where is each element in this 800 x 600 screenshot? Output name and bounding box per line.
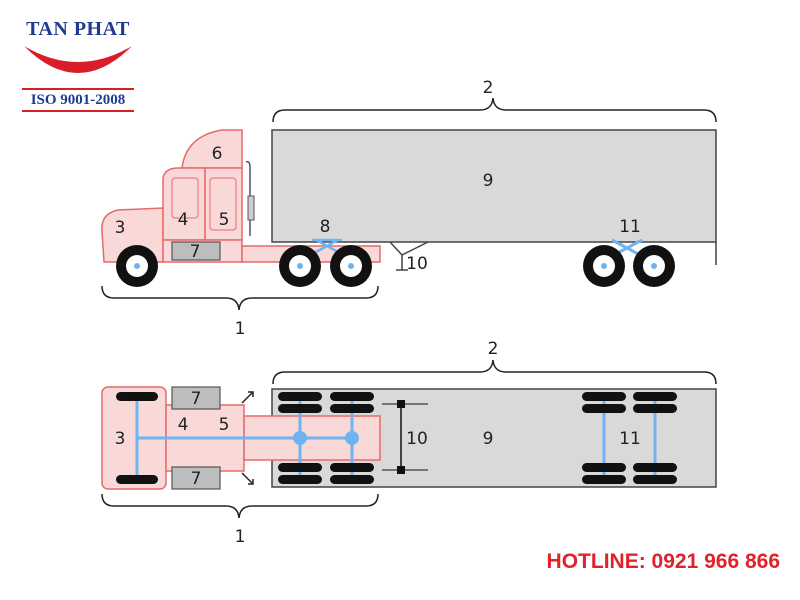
trailer-body-side [271,129,717,243]
differential1-top [293,431,307,445]
wheel-drive2-side [330,245,372,287]
tire-d2-d [330,475,374,484]
label-3-side: 3 [115,218,126,238]
tire-t2-d [633,475,677,484]
logo-company-name: TAN PHAT [26,18,130,40]
label-10-side: 10 [406,254,428,274]
tire-t1-a [582,392,626,401]
wheel-drive1-side [279,245,321,287]
wheel-steer-side [116,245,158,287]
tire-d1-d [278,475,322,484]
cab-window-side [171,177,199,219]
company-logo: TAN PHAT ISO 9001-2008 [22,18,134,114]
logo-swoosh-icon [24,46,132,73]
tire-t1-d [582,475,626,484]
label-11-top: 11 [619,429,641,449]
label-5-side: 5 [219,210,230,230]
label-1-side: 1 [235,319,246,339]
label-4-top: 4 [178,415,189,435]
label-4-side: 4 [178,210,189,230]
tire-d2-c [330,463,374,472]
label-10-top: 10 [406,429,428,449]
label-5-top: 5 [219,415,230,435]
tractor-sleeper-top-side [181,129,243,169]
label-7-top-a: 7 [191,389,202,409]
label-2-top: 2 [488,339,499,359]
tire-steer-b [116,475,158,484]
brace-tractor-top [101,493,379,519]
exhaust-stack-side [245,160,251,236]
tire-d1-c [278,463,322,472]
tire-steer-a [116,392,158,401]
tire-d1-a [278,392,322,401]
wheel-trailer2-side [633,245,675,287]
brace-tractor-side [101,285,379,311]
label-7-side: 7 [190,242,201,262]
label-6-side: 6 [212,144,223,164]
label-8-side: 8 [320,217,331,237]
label-2-side: 2 [483,78,494,98]
tire-d2-b [330,404,374,413]
fuel-tank-top-b [171,466,221,490]
fuel-tank-top-a [171,386,221,410]
fifth-wheel-side [312,238,342,254]
tire-t1-c [582,463,626,472]
top-view: 2 3 4 5 7 7 10 9 11 1 [101,339,717,547]
label-9-top: 9 [483,429,494,449]
tire-d1-b [278,404,322,413]
label-1-top: 1 [235,527,246,547]
fuel-tank-side [171,241,221,261]
tire-t1-b [582,404,626,413]
label-3-top: 3 [115,429,126,449]
label-9-side: 9 [483,171,494,191]
mirror-top-b [241,472,254,485]
side-view: 2 9 6 4 5 3 7 8 10 11 1 [101,78,717,339]
tires-top [116,392,677,484]
hotline-text: HOTLINE: 0921 966 866 [546,550,780,573]
brace-trailer-side [272,97,717,123]
tire-t2-a [633,392,677,401]
landing-gear-side [389,241,429,271]
tire-d2-a [330,392,374,401]
wheel-trailer1-side [583,245,625,287]
mirror-top-a [241,391,254,404]
exhaust-muffler-side [247,195,255,221]
tire-t2-c [633,463,677,472]
label-7-top-b: 7 [191,469,202,489]
sleeper-window-side [209,177,237,231]
brace-trailer-top [272,359,717,385]
logo-iso-cert: ISO 9001-2008 [22,88,134,112]
label-11-side: 11 [619,217,641,237]
differential2-top [345,431,359,445]
tire-t2-b [633,404,677,413]
